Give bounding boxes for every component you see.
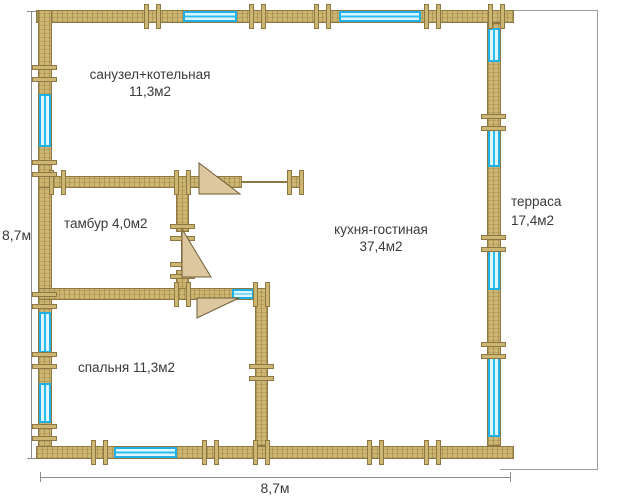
log-joint <box>174 282 191 307</box>
log-joint <box>424 4 441 29</box>
window-left-3 <box>39 383 51 423</box>
room-area: 11,3м2 <box>128 84 172 99</box>
log-joint <box>170 224 195 241</box>
room-name: терраса <box>511 194 562 209</box>
window-left-2 <box>39 312 51 353</box>
room-name: тамбур 4,0м2 <box>64 216 148 231</box>
log-joint <box>49 170 66 195</box>
dimension-label-left: 8,7м <box>2 227 31 244</box>
room-name: кухня-гостиная <box>334 222 428 237</box>
log-joint <box>249 364 274 381</box>
room-label-kitchen: кухня-гостиная 37,4м2 <box>306 221 456 255</box>
window-right-1 <box>488 28 500 62</box>
window-top-2 <box>339 11 421 22</box>
window-top-1 <box>183 11 237 22</box>
log-joint <box>202 440 219 465</box>
dimension-tick <box>40 472 41 482</box>
dimension-tick <box>27 458 36 459</box>
log-joint <box>32 160 57 177</box>
room-name: спальня 11,3м2 <box>78 360 176 375</box>
log-joint <box>481 235 506 252</box>
log-joint <box>253 282 270 307</box>
wall-interior-sanuzel-bottom <box>38 176 242 188</box>
log-joint <box>174 170 191 195</box>
log-joint <box>314 4 331 29</box>
log-joint <box>253 440 270 465</box>
dimension-line-left <box>31 11 32 459</box>
dimension-tick <box>27 11 36 12</box>
log-joint <box>32 65 57 82</box>
dimension-tick <box>510 472 511 482</box>
log-joint <box>424 440 441 465</box>
window-left-1 <box>39 94 51 147</box>
terrace-outline <box>500 10 598 470</box>
log-joint <box>144 4 161 29</box>
window-interior-1 <box>232 289 254 299</box>
door-opening-line <box>242 181 290 183</box>
log-joint <box>488 4 505 29</box>
window-right-3 <box>488 250 500 290</box>
log-joint <box>32 352 57 369</box>
log-joint <box>249 4 266 29</box>
room-area: 17,4м2 <box>511 213 555 228</box>
log-joint <box>32 424 57 441</box>
door-swing-icon <box>196 297 240 319</box>
window-right-2 <box>488 128 500 167</box>
log-joint <box>287 170 304 195</box>
room-label-terrace: терраса 17,4м2 <box>511 192 561 230</box>
room-label-tambur: тамбур 4,0м2 <box>64 215 148 232</box>
room-label-bedroom: спальня 11,3м2 <box>78 359 175 376</box>
log-joint <box>91 440 108 465</box>
dimension-value: 8,7м <box>2 227 32 243</box>
window-bottom-1 <box>114 447 177 458</box>
log-joint <box>32 292 57 309</box>
room-name: санузел+котельная <box>89 67 211 82</box>
dimension-label-bottom: 8,7м <box>240 480 310 497</box>
wall-top <box>36 10 514 23</box>
window-right-4 <box>488 357 500 437</box>
room-area: 37,4м2 <box>359 239 403 254</box>
log-joint <box>481 114 506 131</box>
log-joint <box>170 262 195 279</box>
log-joint <box>481 342 506 359</box>
room-label-sanuzel: санузел+котельная 11,3м2 <box>55 66 245 100</box>
dimension-line-bottom <box>40 477 511 478</box>
log-joint <box>367 440 384 465</box>
wall-bottom <box>36 446 514 459</box>
dimension-value: 8,7м <box>260 480 290 496</box>
